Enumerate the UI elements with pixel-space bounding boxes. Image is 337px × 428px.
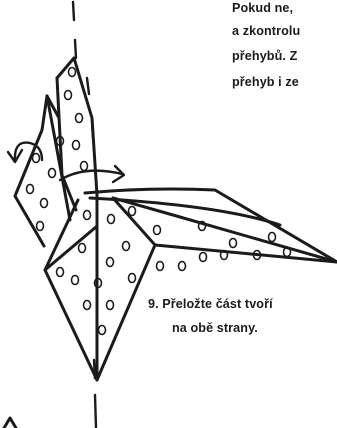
instruction-line-2: a zkontrolu (232, 24, 301, 38)
corner-mark (2, 416, 18, 428)
instruction-line-1: Pokud ne, (232, 1, 294, 15)
step-9-caption-continued: na obě strany. (172, 321, 258, 335)
instruction-line-4: přehyb i ze (232, 75, 299, 89)
paper-dot-pattern (25, 66, 292, 336)
right-flap (83, 187, 337, 264)
fold-arrow-right-icon (58, 164, 126, 184)
instruction-line-3: přehybů. Z (232, 49, 298, 63)
step-9-caption: 9. Přeložte část tvoří (148, 297, 273, 311)
fold-arrow-left-icon (6, 141, 44, 164)
left-flap (13, 56, 99, 248)
